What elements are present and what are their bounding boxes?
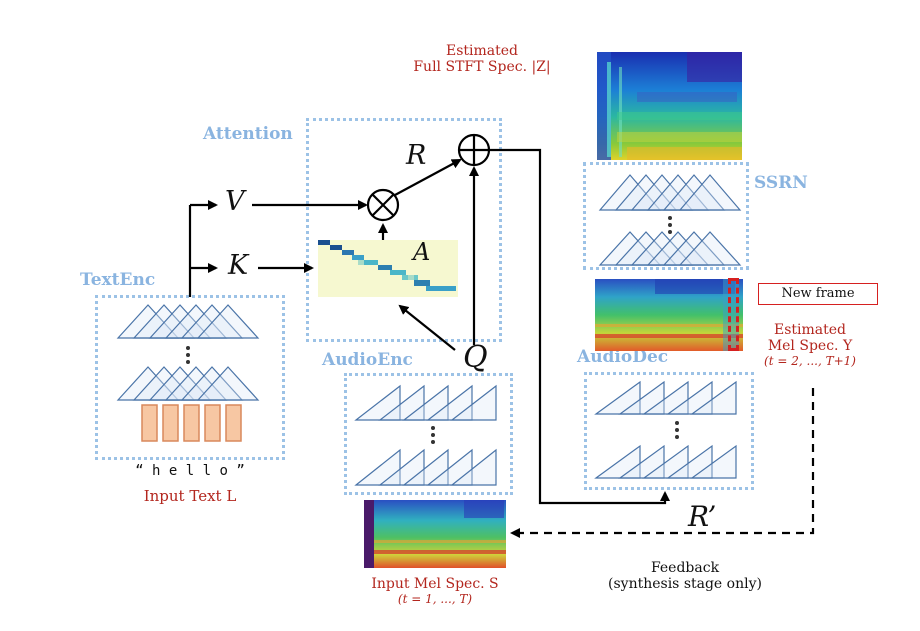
audiodec-dots bbox=[675, 421, 679, 439]
input-text-quote: “ h e l l o ” bbox=[135, 463, 245, 479]
ssrn-box bbox=[583, 162, 749, 270]
textenc-label: TextEnc bbox=[80, 270, 156, 290]
estimated-mel-spectrogram bbox=[595, 279, 743, 351]
input-mel-caption: Input Mel Spec. S (t = 1, ..., T) bbox=[335, 576, 535, 606]
attention-matrix-A bbox=[318, 240, 458, 297]
r-prime-path bbox=[489, 148, 670, 505]
audioenc-dots bbox=[431, 426, 435, 444]
textenc-conv-layers-bottom bbox=[116, 366, 260, 401]
input-mel-caption-line2: (t = 1, ..., T) bbox=[397, 592, 473, 606]
A-label: A bbox=[413, 238, 431, 266]
Q-label: Q bbox=[463, 340, 488, 375]
ssrn-conv-layers-bottom bbox=[598, 231, 742, 266]
audioenc-conv-layers-bottom bbox=[354, 448, 497, 486]
audiodec-box bbox=[584, 372, 754, 490]
audiodec-conv-layers-top bbox=[594, 380, 737, 415]
input-mel-spectrogram bbox=[364, 500, 506, 568]
audiodec-label: AudioDec bbox=[577, 347, 669, 367]
new-frame-label: New frame bbox=[781, 286, 855, 301]
estimated-mel-caption: Estimated Mel Spec. Y (t = 2, ..., T+1) bbox=[750, 322, 870, 368]
feedback-caption-line2: (synthesis stage only) bbox=[608, 576, 762, 592]
K-label: K bbox=[228, 250, 249, 281]
multiply-operator-icon bbox=[366, 188, 400, 222]
estimated-mel-caption-line3: (t = 2, ..., T+1) bbox=[764, 354, 856, 368]
textenc-dots bbox=[186, 346, 190, 364]
V-label: V bbox=[225, 186, 245, 217]
new-frame-marker bbox=[728, 278, 739, 351]
textenc-conv-layers-top bbox=[116, 304, 260, 339]
textenc-to-vk-arrows bbox=[188, 200, 218, 297]
new-frame-label-box: New frame bbox=[758, 283, 878, 305]
audioenc-label: AudioEnc bbox=[322, 350, 413, 370]
estimated-mel-caption-line1: Estimated bbox=[773, 322, 846, 338]
r-arrow bbox=[394, 159, 462, 196]
audioenc-conv-layers-top bbox=[354, 384, 497, 421]
estimated-mel-caption-line2: Mel Spec. Y bbox=[767, 338, 853, 354]
full-stft-caption-line2: Full STFT Spec. |Z| bbox=[413, 59, 551, 75]
full-stft-caption: Estimated Full STFT Spec. |Z| bbox=[382, 43, 582, 75]
add-operator-icon bbox=[457, 133, 491, 167]
full-stft-spectrogram bbox=[597, 52, 742, 160]
ssrn-conv-layers-top bbox=[598, 174, 742, 211]
q-to-attention-arrow bbox=[398, 304, 456, 351]
audioenc-box bbox=[344, 373, 513, 495]
full-stft-caption-line1: Estimated bbox=[445, 43, 518, 59]
audiodec-conv-layers-bottom bbox=[594, 444, 737, 479]
attention-label: Attention bbox=[203, 124, 293, 144]
input-mel-caption-line1: Input Mel Spec. S bbox=[371, 576, 499, 592]
ssrn-dots bbox=[668, 216, 672, 234]
feedback-caption: Feedback (synthesis stage only) bbox=[580, 560, 790, 592]
input-text-caption: Input Text L bbox=[143, 487, 237, 505]
R-prime-label: R’ bbox=[688, 500, 717, 533]
feedback-path bbox=[510, 388, 815, 538]
attention-box bbox=[306, 118, 502, 342]
ssrn-label: SSRN bbox=[754, 173, 808, 193]
R-label: R bbox=[406, 140, 427, 171]
feedback-caption-line1: Feedback bbox=[650, 560, 720, 576]
textenc-char-embeddings bbox=[141, 404, 242, 442]
